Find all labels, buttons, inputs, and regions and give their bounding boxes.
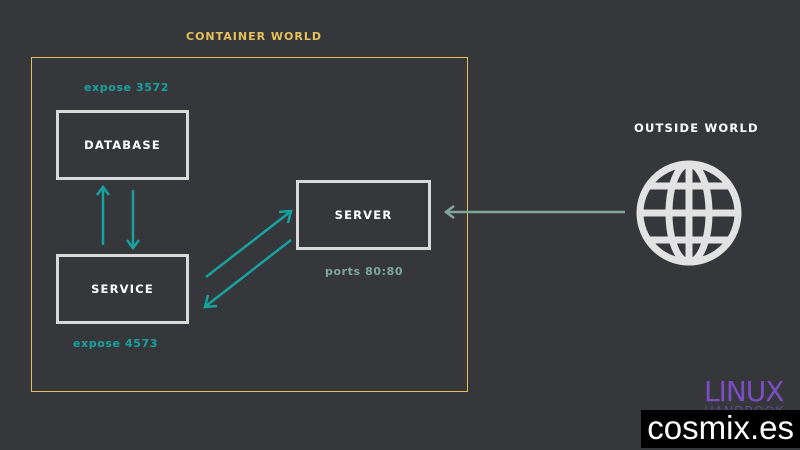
arrow-service-to-database-icon xyxy=(96,184,110,245)
container-world-frame xyxy=(31,57,468,392)
server-box: SERVER xyxy=(296,180,431,250)
expose-database-label: expose 3572 xyxy=(84,81,170,94)
arrow-database-to-service-icon xyxy=(126,190,140,251)
service-label: SERVICE xyxy=(91,282,154,296)
database-label: DATABASE xyxy=(84,138,161,152)
logo-linux-text: LINUX xyxy=(704,375,784,408)
service-box: SERVICE xyxy=(56,254,189,324)
arrow-service-to-server-icon xyxy=(205,209,293,278)
ports-label: ports 80:80 xyxy=(325,265,404,278)
server-label: SERVER xyxy=(334,208,393,222)
expose-service-label: expose 4573 xyxy=(73,337,159,350)
database-box: DATABASE xyxy=(56,110,189,180)
outside-world-label: OUTSIDE WORLD xyxy=(634,121,759,135)
globe-icon xyxy=(636,160,742,266)
arrow-outside-to-server-icon xyxy=(443,205,625,219)
container-world-label: CONTAINER WORLD xyxy=(186,30,322,43)
site-watermark: cosmix.es xyxy=(641,409,800,448)
arrow-server-to-service-icon xyxy=(203,239,292,309)
